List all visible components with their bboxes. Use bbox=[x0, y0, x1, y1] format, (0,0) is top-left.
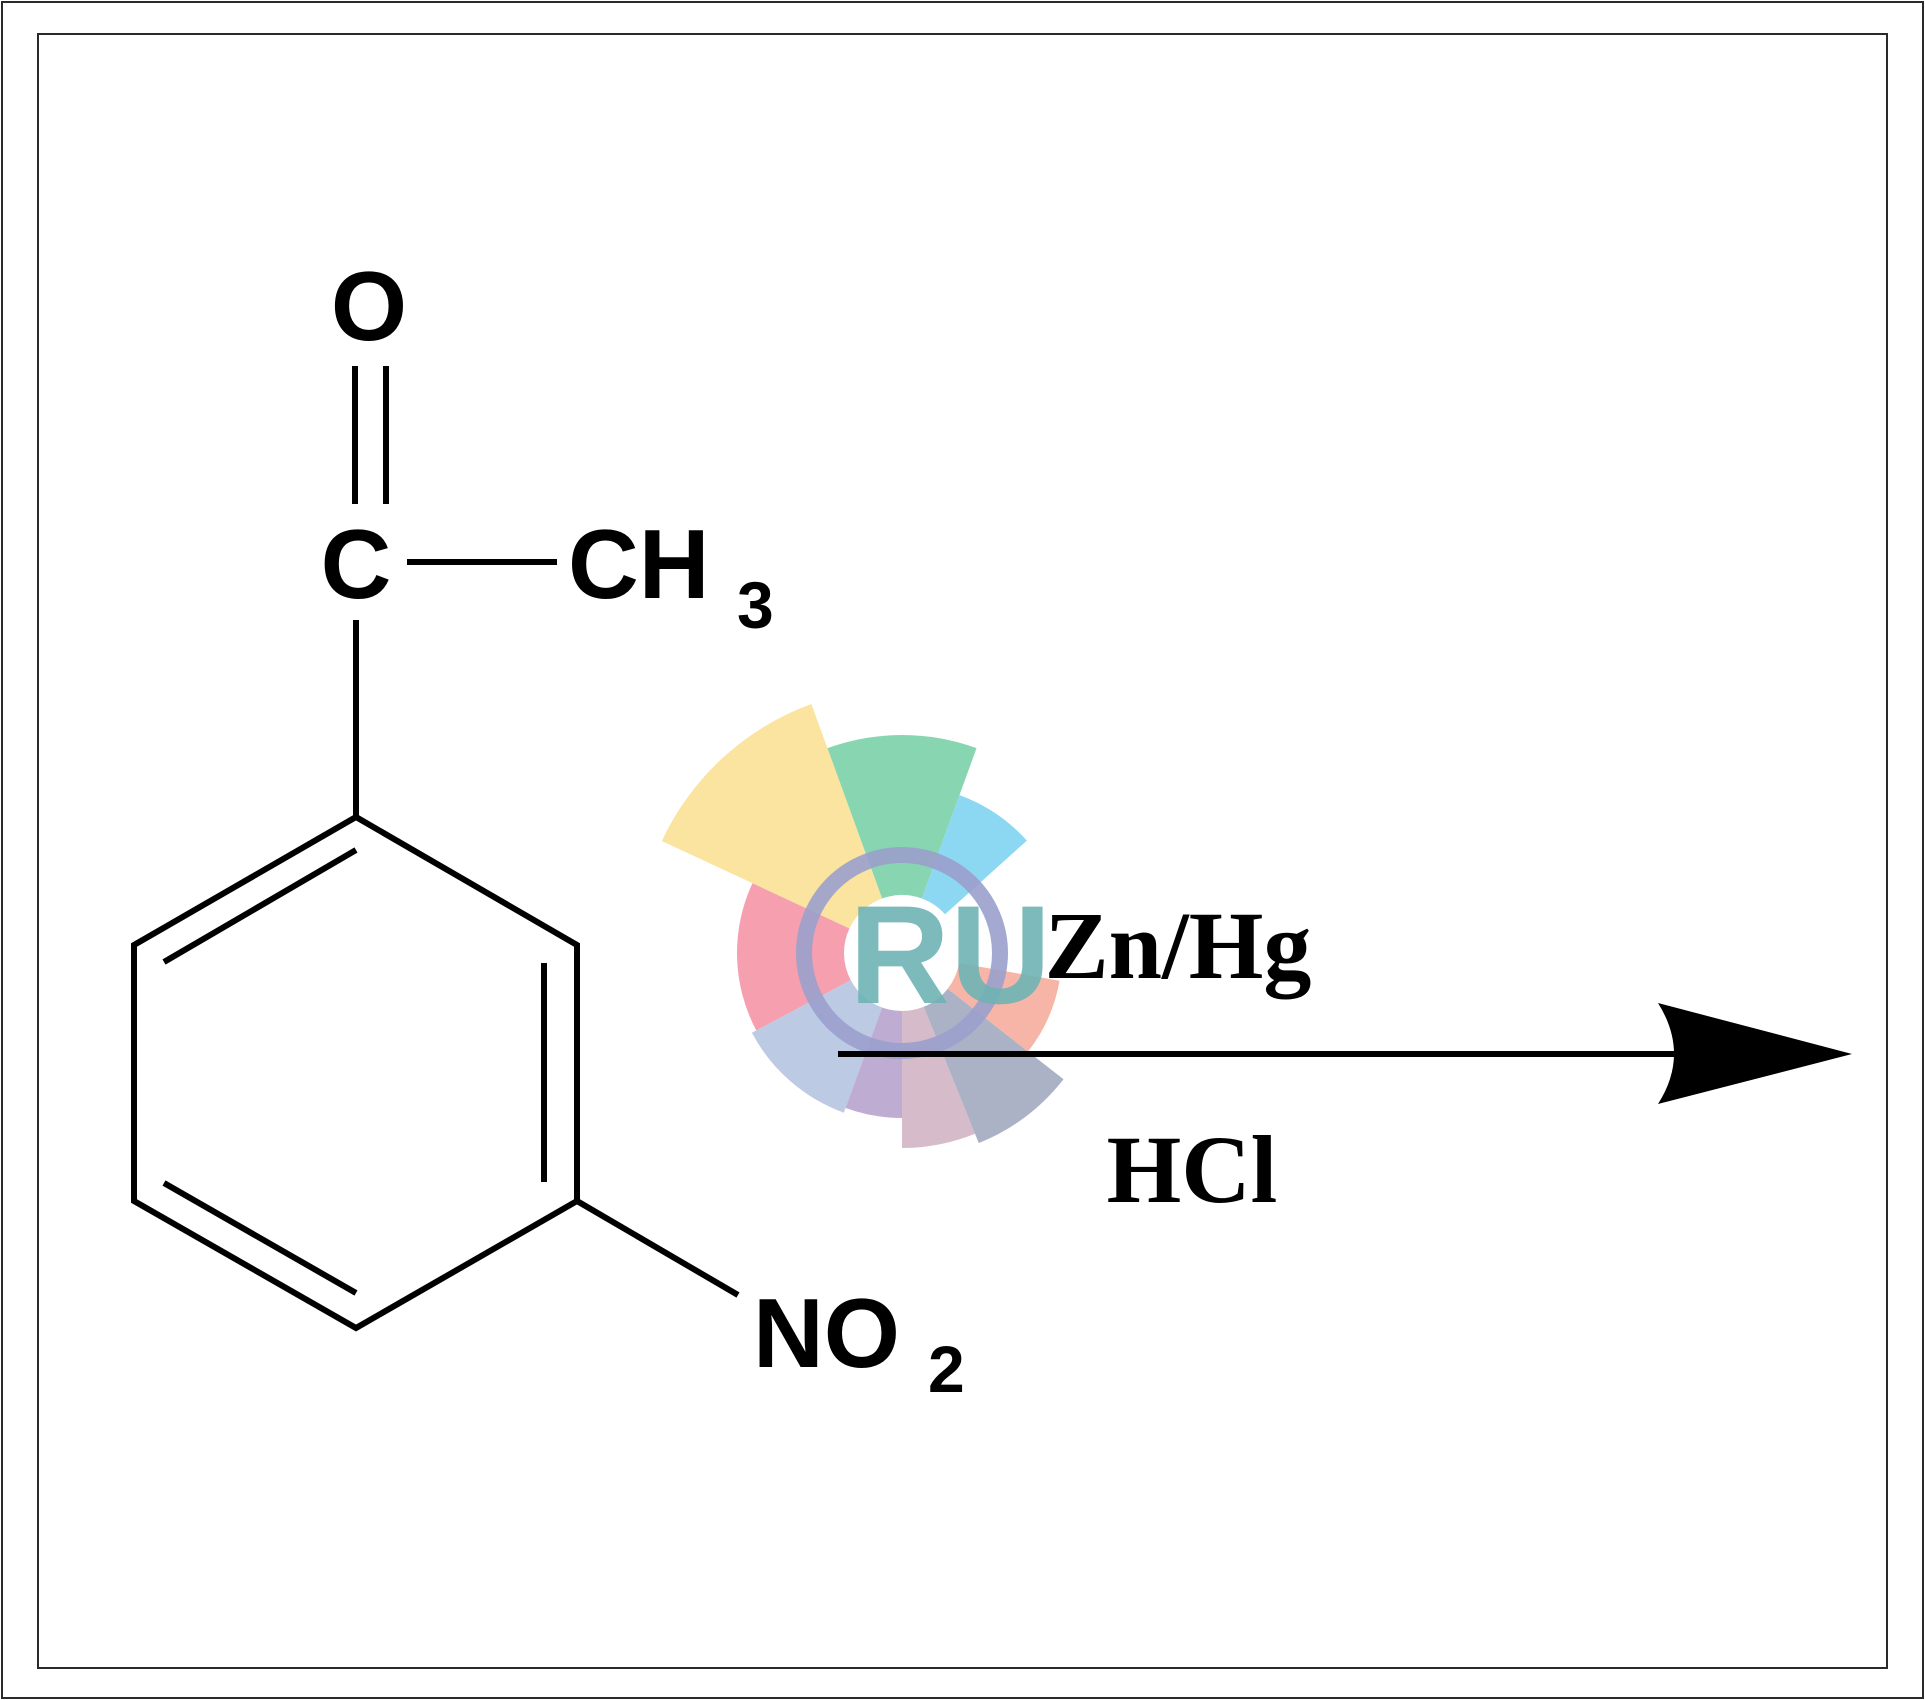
methyl-subscript: 3 bbox=[737, 568, 774, 642]
inner-frame bbox=[37, 33, 1888, 1669]
watermark-petal bbox=[661, 703, 883, 929]
methyl-group-label: CH bbox=[568, 509, 710, 619]
ring-to-nitro-bond bbox=[575, 1198, 740, 1298]
nitro-subscript: 2 bbox=[928, 1332, 965, 1406]
benzene-ring bbox=[131, 813, 580, 1332]
reagent-below-arrow: HCl bbox=[1107, 1116, 1278, 1223]
oxygen-atom: O bbox=[331, 251, 407, 361]
carbonyl-carbon-atom: C bbox=[321, 509, 392, 619]
aromatic-inner-bond-3 bbox=[162, 1180, 358, 1296]
watermark-petal bbox=[827, 735, 977, 899]
watermark-petal bbox=[947, 963, 1060, 1052]
watermark-text: RU bbox=[849, 876, 1051, 1033]
watermark-petal bbox=[845, 1007, 902, 1118]
watermark-petal bbox=[736, 883, 851, 1031]
reagent-above-arrow: Zn/Hg bbox=[1045, 892, 1312, 999]
aromatic-inner-bond-1 bbox=[162, 847, 358, 965]
arrow-head bbox=[1658, 1003, 1852, 1104]
watermark-petal bbox=[751, 980, 883, 1113]
nitro-group-label: NO bbox=[753, 1278, 900, 1388]
watermark-logo: RU bbox=[661, 703, 1064, 1148]
reaction-arrow bbox=[838, 1003, 1852, 1104]
substituent-bonds bbox=[352, 366, 740, 1298]
watermark-petals bbox=[661, 703, 1064, 1148]
benzene-hexagon bbox=[131, 813, 580, 1332]
watermark-petal bbox=[921, 795, 1027, 915]
